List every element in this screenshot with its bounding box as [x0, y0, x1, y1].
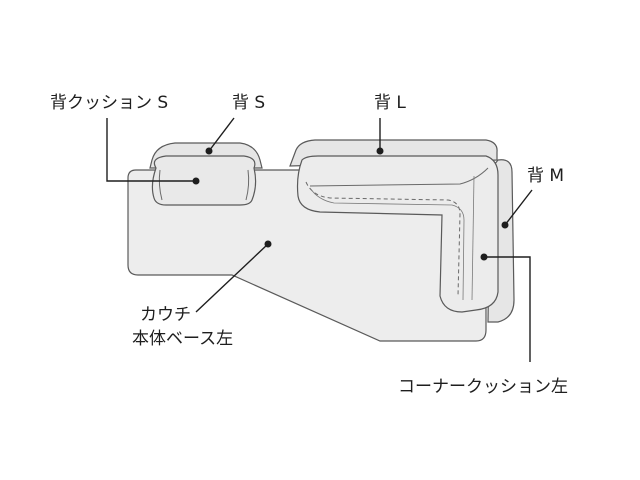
leader-dots [192, 147, 509, 261]
leader-couch [195, 243, 269, 313]
label-couch-base: カウチ 本体ベース左 [132, 303, 233, 351]
label-couch-line2: 本体ベース左 [132, 329, 234, 349]
corner-cushion-seam [309, 167, 489, 187]
label-back-cushion-s: 背クッション S [50, 93, 169, 113]
back-cushion-s-pleat-right [245, 169, 250, 201]
leader-back-s [208, 117, 235, 152]
dot-back-m [501, 221, 509, 229]
dot-couch [264, 240, 272, 248]
leader-back-m [504, 189, 533, 226]
back-cushion-s [151, 155, 257, 206]
label-back-m: 背 M [527, 166, 565, 186]
back-cushion-s-pleat-left [158, 169, 163, 201]
dot-back-s [205, 147, 213, 155]
leader-corner-cushion [484, 256, 531, 362]
corner-cushion-stitch-2 [309, 187, 465, 301]
dot-back-l [376, 147, 384, 155]
label-back-l: 背 L [374, 93, 406, 113]
dot-corner-cushion [480, 253, 488, 261]
corner-cushion-left [296, 155, 499, 313]
label-back-s: 背 S [232, 93, 266, 113]
dot-back-cushion-s [192, 177, 200, 185]
leader-lines [106, 117, 533, 362]
label-corner-cushion-left: コーナークッション左 [398, 377, 568, 397]
corner-cushion-seam-vertical [471, 175, 475, 301]
label-couch-line1: カウチ [140, 305, 191, 325]
leader-back-cushion-s [106, 118, 196, 182]
